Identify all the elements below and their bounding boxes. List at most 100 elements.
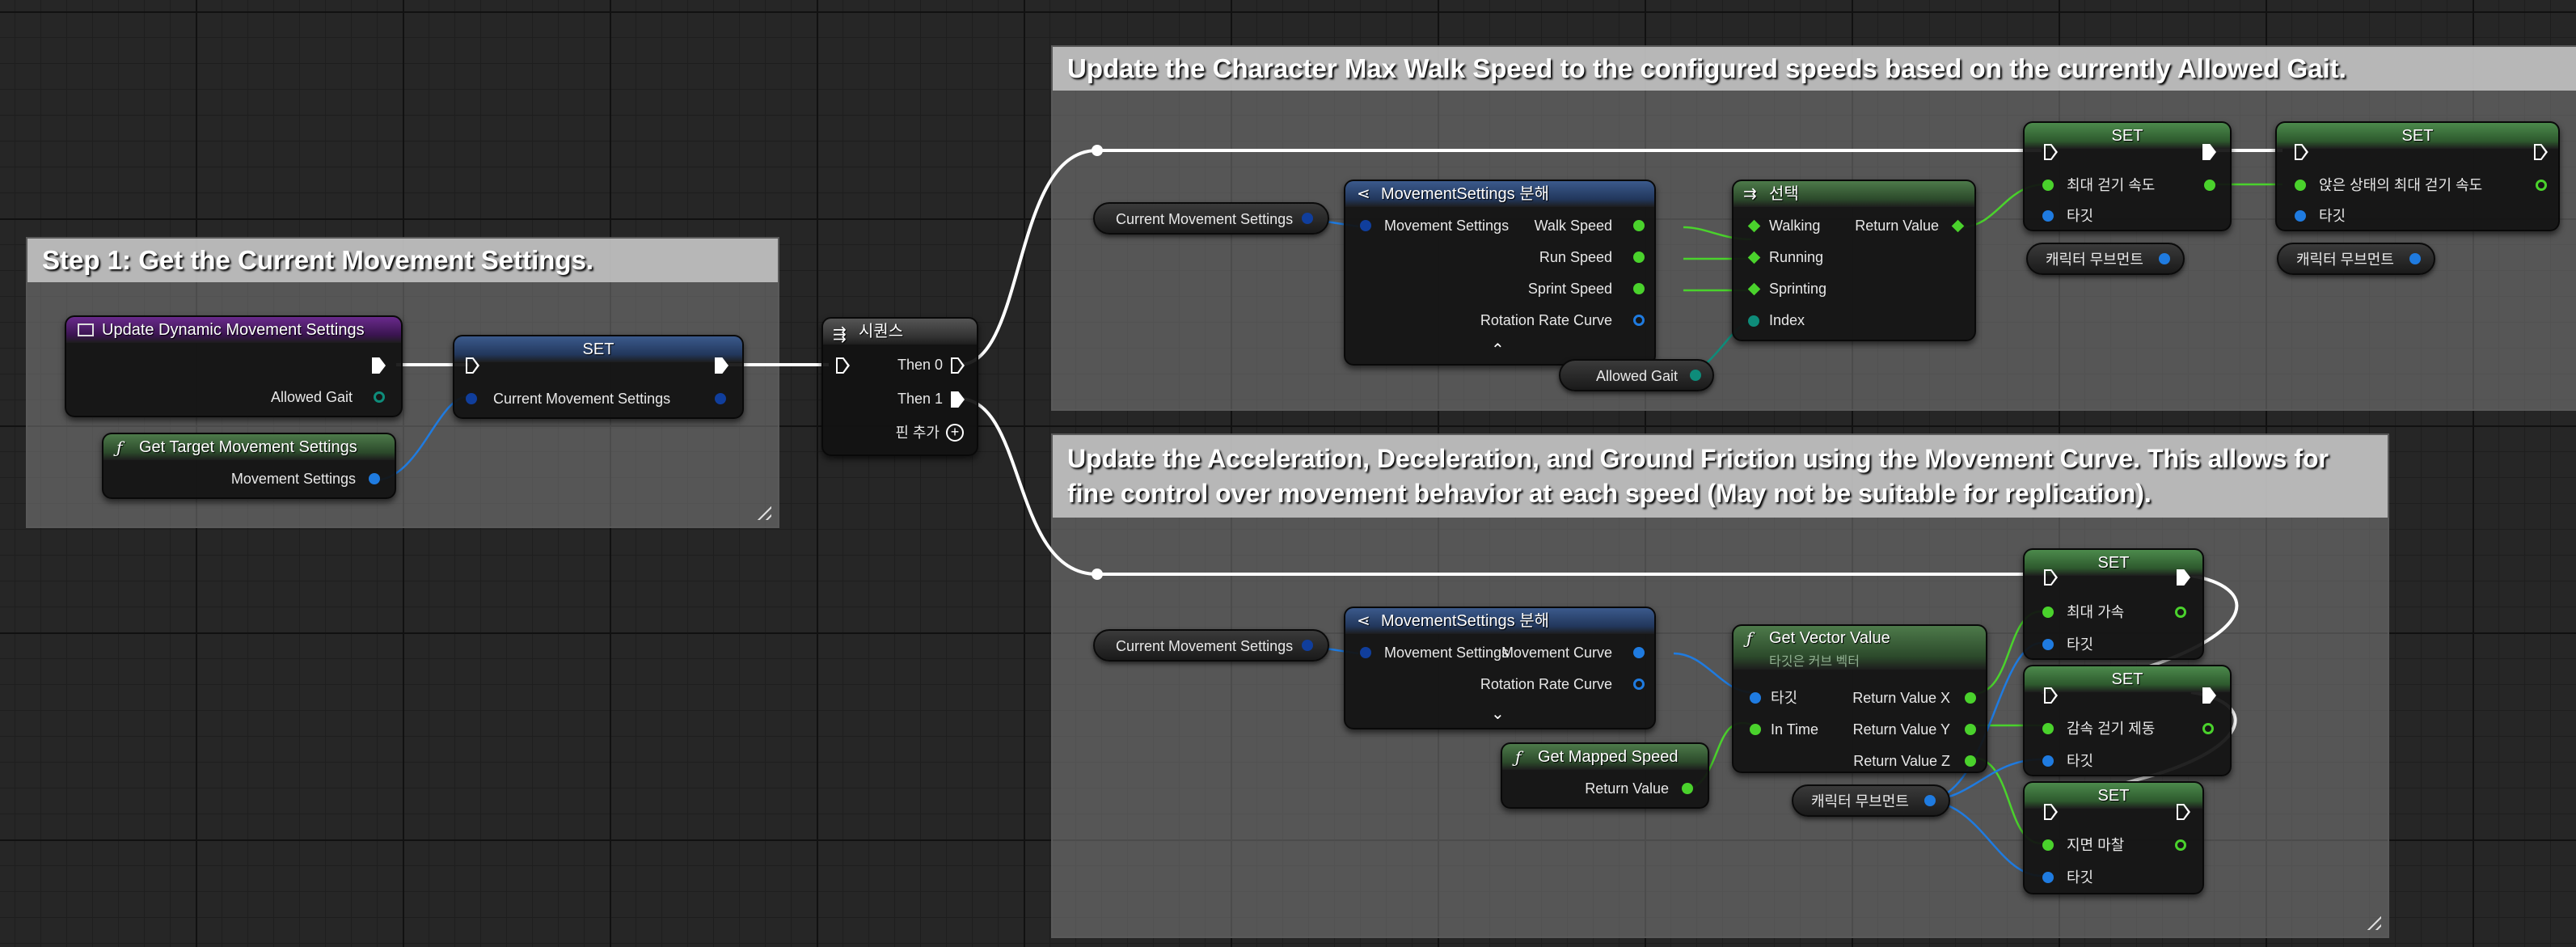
movement-curve-pin[interactable] <box>1633 647 1645 658</box>
then1-exec-pin[interactable] <box>951 391 965 408</box>
return-value-pin[interactable] <box>1951 219 1965 233</box>
var-out-pin[interactable] <box>2409 253 2421 264</box>
run-speed-pin[interactable] <box>1633 252 1645 263</box>
exec-out-pin[interactable] <box>2202 144 2216 160</box>
node-title: 시퀀스 <box>859 323 904 340</box>
target-pin[interactable] <box>2042 755 2054 767</box>
current-movement-settings-out-pin[interactable] <box>715 393 726 404</box>
sprint-speed-pin[interactable] <box>1633 283 1645 294</box>
node-title: SET <box>2097 787 2130 805</box>
select-icon: ⇉ <box>1743 185 1757 203</box>
add-pin-label[interactable]: 핀 추가 <box>895 425 940 441</box>
node-break-movement-settings-bottom[interactable]: ⋖ MovementSettings 분해 Movement Settings … <box>1344 607 1656 729</box>
pin-label-target: 타깃 <box>2067 636 2094 653</box>
expand-chevron-icon[interactable]: ⌄ <box>1491 705 1505 723</box>
max-walk-speed-out-pin[interactable] <box>2204 180 2215 191</box>
max-walk-speed-crouched-out-pin[interactable] <box>2536 180 2547 191</box>
sequence-icon: ⇶ <box>833 326 847 344</box>
target-pin[interactable] <box>2295 210 2306 222</box>
node-set-ground-friction[interactable]: SET 지면 마찰 타깃 <box>2023 781 2204 894</box>
var-character-movement[interactable]: 캐릭터 무브먼트 <box>2026 243 2185 275</box>
movement-settings-in-pin[interactable] <box>1360 220 1371 231</box>
var-allowed-gait[interactable]: Allowed Gait <box>1559 359 1714 391</box>
current-movement-settings-in-pin[interactable] <box>466 393 477 404</box>
add-circle-icon[interactable]: + <box>946 424 964 442</box>
allowed-gait-pin[interactable] <box>374 391 385 403</box>
braking-deceleration-out-pin[interactable] <box>2202 723 2214 734</box>
var-out-pin[interactable] <box>1690 370 1701 381</box>
sprinting-pin[interactable] <box>1747 282 1761 296</box>
pin-label-max-walk-speed-crouched: 앉은 상태의 최대 걷기 속도 <box>2319 177 2483 193</box>
node-set-max-acceleration[interactable]: SET 최대 가속 타깃 <box>2023 548 2204 660</box>
exec-out-pin[interactable] <box>372 357 386 374</box>
ground-friction-in-pin[interactable] <box>2042 839 2054 851</box>
pin-label-return-value: Return Value <box>1855 218 1939 234</box>
index-pin[interactable] <box>1748 315 1759 327</box>
node-title: SET <box>2111 670 2143 688</box>
comment-title-max-walk: Update the Character Max Walk Speed to t… <box>1053 47 2576 91</box>
node-title: SET <box>2111 127 2143 145</box>
var-character-movement[interactable]: 캐릭터 무브먼트 <box>2277 243 2435 275</box>
node-title: Get Vector Value <box>1769 629 1890 647</box>
var-current-movement-settings[interactable]: Current Movement Settings <box>1093 629 1329 662</box>
var-out-pin[interactable] <box>2159 253 2170 264</box>
node-set-max-walk-speed[interactable]: SET 최대 걷기 속도 타깃 <box>2023 121 2232 231</box>
target-pin[interactable] <box>2042 639 2054 650</box>
walking-pin[interactable] <box>1747 219 1761 233</box>
exec-out-pin[interactable] <box>2202 687 2216 704</box>
return-value-z-pin[interactable] <box>1965 755 1976 767</box>
target-pin[interactable] <box>1750 692 1761 704</box>
var-character-movement[interactable]: 캐릭터 무브먼트 <box>1792 784 1950 817</box>
var-label: Allowed Gait <box>1596 368 1679 384</box>
max-acceleration-in-pin[interactable] <box>2042 607 2054 618</box>
max-walk-speed-in-pin[interactable] <box>2042 180 2054 191</box>
movement-settings-out-pin[interactable] <box>369 473 380 484</box>
node-sequence[interactable]: ⇶ 시퀀스 Then 0 Then 1 핀 추가 + <box>821 317 978 456</box>
pin-label-target: 타깃 <box>2067 869 2094 886</box>
node-update-dynamic-movement-settings[interactable]: Update Dynamic Movement Settings Allowed… <box>65 315 403 417</box>
return-value-pin[interactable] <box>1682 783 1693 794</box>
movement-settings-in-pin[interactable] <box>1360 647 1371 658</box>
node-get-mapped-speed[interactable]: ƒ Get Mapped Speed Return Value <box>1501 742 1709 809</box>
var-out-pin[interactable] <box>1302 213 1313 224</box>
running-pin[interactable] <box>1747 251 1761 264</box>
pin-label-return-y: Return Value Y <box>1852 721 1950 738</box>
exec-in-pin[interactable] <box>836 357 850 374</box>
pin-label-max-walk-speed: 최대 걷기 속도 <box>2067 177 2156 193</box>
pin-label-target: 타깃 <box>1771 690 1798 706</box>
node-get-target-movement-settings[interactable]: ƒ Get Target Movement Settings Movement … <box>102 433 396 499</box>
node-select[interactable]: ⇉ 선택 Walking Return Value Running Sprint… <box>1732 180 1976 341</box>
max-acceleration-out-pin[interactable] <box>2175 607 2186 618</box>
ground-friction-out-pin[interactable] <box>2175 839 2186 851</box>
var-out-pin[interactable] <box>1924 795 1936 806</box>
target-pin[interactable] <box>2042 210 2054 222</box>
pin-label-allowed-gait: Allowed Gait <box>270 389 353 405</box>
pin-label-movement-settings: Movement Settings <box>1384 218 1510 234</box>
return-value-x-pin[interactable] <box>1965 692 1976 704</box>
reroute-knot <box>1092 569 1103 580</box>
node-set-current-movement-settings[interactable]: SET Current Movement Settings <box>453 335 744 419</box>
walk-speed-pin[interactable] <box>1633 220 1645 231</box>
exec-out-pin[interactable] <box>2177 569 2190 586</box>
pin-label-sprinting: Sprinting <box>1769 281 1827 297</box>
in-time-pin[interactable] <box>1750 724 1761 735</box>
then0-exec-pin[interactable] <box>951 357 965 374</box>
node-break-movement-settings-top[interactable]: ⋖ MovementSettings 분해 Movement Settings … <box>1344 180 1656 366</box>
braking-deceleration-in-pin[interactable] <box>2042 723 2054 734</box>
pin-label-rotation-rate-curve: Rotation Rate Curve <box>1480 312 1612 328</box>
exec-out-pin[interactable] <box>715 357 728 374</box>
node-get-vector-value[interactable]: ƒ Get Vector Value 타깃은 커브 벡터 타깃 Return V… <box>1732 624 1987 773</box>
pin-label-braking-deceleration: 감속 걷기 제동 <box>2067 721 2156 737</box>
var-out-pin[interactable] <box>1302 640 1313 651</box>
collapse-chevron-icon[interactable]: ⌃ <box>1491 341 1505 359</box>
node-set-max-walk-speed-crouched[interactable]: SET 앉은 상태의 최대 걷기 속도 타깃 <box>2275 121 2560 231</box>
node-set-braking-deceleration[interactable]: SET 감속 걷기 제동 타깃 <box>2023 665 2232 776</box>
var-current-movement-settings[interactable]: Current Movement Settings <box>1093 202 1329 235</box>
rotation-rate-curve-pin[interactable] <box>1633 679 1645 690</box>
rotation-rate-curve-pin[interactable] <box>1633 315 1645 326</box>
target-pin[interactable] <box>2042 872 2054 883</box>
return-value-y-pin[interactable] <box>1965 724 1976 735</box>
function-icon: ƒ <box>116 438 123 457</box>
pin-label-rotation-rate-curve: Rotation Rate Curve <box>1480 676 1612 692</box>
max-walk-speed-crouched-in-pin[interactable] <box>2295 180 2306 191</box>
